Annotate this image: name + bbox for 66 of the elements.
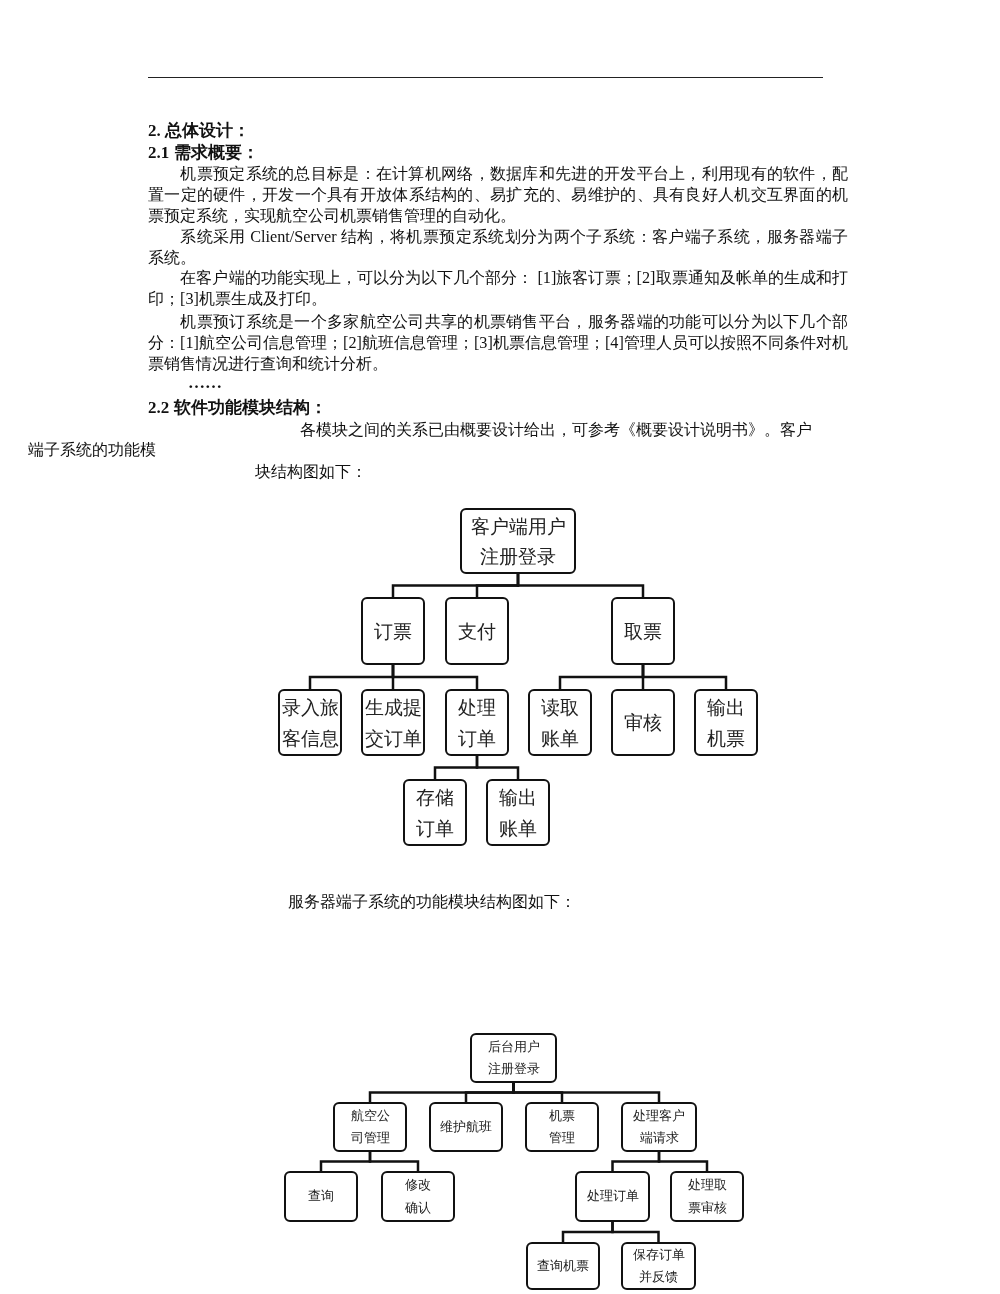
module-box [429,1102,503,1152]
box-label: 后台用户注册登录 [486,1037,541,1078]
module-box [361,689,425,756]
connector-line [475,756,520,779]
module-box [486,779,550,846]
module-box [470,1033,557,1083]
module-box [381,1171,455,1222]
box-label: 客户端用户注册登录 [469,513,567,569]
module-box [445,689,509,756]
box-label: 读取账单 [540,695,580,751]
paragraph-text: 块结构图如下： [255,462,368,483]
paragraph-text: 服务器端子系统的功能模块结构图如下： [288,892,577,913]
section-heading: 2.1 需求概要： [148,142,260,163]
box-label: 维护航班 [439,1117,493,1136]
box-label: 录入旅客信息 [281,695,339,751]
connector-line [512,1083,661,1102]
module-box [575,1171,650,1222]
box-label: 处理订单 [457,695,497,751]
box-label: 存储订单 [415,785,455,841]
module-box [361,597,425,665]
connector-line [391,665,479,689]
box-label: 处理订单 [585,1187,640,1206]
connector-line [641,665,728,689]
box-label: 生成提交订单 [364,695,422,751]
module-box [670,1171,744,1222]
module-box [611,689,675,756]
paragraph-text: 各模块之间的关系已由概要设计给出，可参考《概要设计说明书》。客户 [300,420,813,441]
module-box [445,597,509,665]
connector-line [657,1152,709,1171]
module-box [403,779,467,846]
module-box [526,1242,600,1290]
module-box [694,689,758,756]
section-heading: 2.2 软件功能模块结构： [148,397,328,418]
paragraph: 系统采用 Client/Server 结构，将机票预定系统划分为两个子系统：客户端子系统，服务器端子系统。 [148,227,848,269]
module-box [528,689,592,756]
box-label: 查询 [307,1187,335,1206]
box-label: 处理取票审核 [686,1176,728,1217]
paragraph: 在客户端的功能实现上，可以分为以下几个部分： [1]旅客订票；[2]取票通知及帐单的生成和打印；[3]机票生成及打印。 [148,268,848,310]
module-box [621,1242,696,1290]
box-label: 审核 [623,710,663,736]
ellipsis: …… [188,372,223,393]
box-label: 修改确认 [404,1176,432,1217]
module-box [621,1102,697,1152]
box-label: 输出机票 [706,695,746,751]
module-box [611,597,675,665]
paragraph: 机票预订系统是一个多家航空公司共享的机票销售平台，服务器端的功能可以分为以下几个部分：[1]航空公司信息管理；[2]航班信息管理；[3]机票信息管理；[4]管理人员可以按照不同条件对机票销售情况进行查询和统计分析。 [148,312,848,375]
box-label: 输出账单 [498,785,538,841]
box-label: 处理客户端请求 [632,1106,686,1147]
box-label: 保存订单并反馈 [631,1245,686,1286]
box-label: 取票 [623,618,663,644]
box-label: 支付 [457,618,497,644]
box-label: 机票管理 [548,1106,576,1147]
box-label: 查询机票 [536,1256,590,1275]
connector-line [516,574,645,597]
module-box [278,689,342,756]
module-box [333,1102,407,1152]
module-box [284,1171,358,1222]
section-heading: 2. 总体设计： [148,120,251,141]
connector-line [611,1222,660,1242]
paragraph-text: 端子系统的功能模 [28,440,157,461]
box-label: 航空公司管理 [349,1106,391,1147]
module-box [525,1102,599,1152]
box-label: 订票 [373,618,413,644]
connector-line [368,1152,420,1171]
paragraph: 机票预定系统的总目标是：在计算机网络，数据库和先进的开发平台上，利用现有的软件，配置一定的硬件，开发一个具有开放体系结构的、易扩充的、易维护的、具有良好人机交互界面的机票预定系统，实现航空公司机票销售管理的自动化。 [148,164,848,227]
module-box [460,508,576,574]
